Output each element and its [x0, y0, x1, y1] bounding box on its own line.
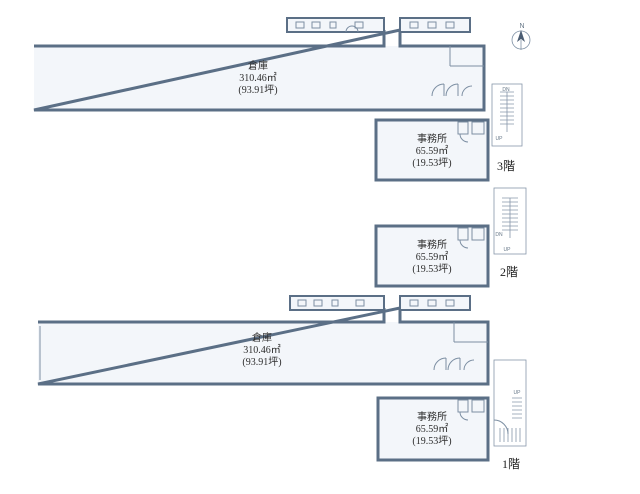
floor-2-label: 2階 [500, 264, 518, 279]
warehouse-3f-area-m2: 310.46㎡ [239, 72, 277, 84]
office-1f-fixtures [457, 399, 485, 421]
warehouse-1f-wall [37, 306, 490, 386]
stair-1f-enclosure [493, 359, 527, 447]
floor-3: 倉庫 310.46㎡ (93.91坪) 事務所 65.59㎡ (19.53坪) … [33, 17, 523, 182]
warehouse-3f-name: 倉庫 [248, 59, 268, 72]
office-2f-area-tsubo: (19.53坪) [412, 262, 451, 275]
stair-3f-enclosure [491, 83, 523, 147]
office-3f-area-tsubo: (19.53坪) [412, 156, 451, 169]
compass: N [511, 23, 531, 50]
warehouse-3f-area-tsubo: (93.91坪) [238, 83, 277, 96]
warehouse-1f-door-swing [433, 357, 475, 371]
floor-1: 倉庫 310.46㎡ (93.91坪) 事務所 65.59㎡ (19.53坪) … [37, 295, 527, 471]
office-3f-wall [374, 118, 490, 182]
floor-1-label: 1階 [502, 456, 520, 471]
floor-3-label: 3階 [497, 158, 515, 173]
stair-3f-up-mark: UP [496, 136, 504, 142]
warehouse-3f-floor [34, 46, 484, 110]
annex-1f-fixtures [297, 299, 455, 307]
stair-3f-dn-mark: DN [502, 87, 510, 93]
annex-3f-door-swing [345, 25, 359, 33]
office-1f-area-tsubo: (19.53坪) [412, 434, 451, 447]
office-2f-floor [376, 226, 488, 286]
stair-2f-up-mark: UP [504, 247, 512, 253]
north-arrow-icon [517, 30, 525, 42]
stair-1f-treads [499, 397, 522, 442]
compass-north-label: N [519, 23, 524, 30]
stair-3f-treads [500, 91, 514, 132]
floor-2: 事務所 65.59㎡ (19.53坪) DN UP 2階 [374, 187, 527, 288]
office-1f-name: 事務所 [417, 410, 447, 423]
annex-3f-fixtures [295, 21, 455, 29]
office-3f-fixtures [457, 121, 485, 143]
stair-2f-dn-mark: DN [495, 232, 503, 238]
stair-1f-up-mark: UP [514, 390, 522, 396]
warehouse-3f-wall [33, 28, 486, 112]
annex-1f-left [289, 295, 385, 311]
office-2f-fixtures [457, 227, 485, 249]
stair-1f-door-swing [493, 419, 509, 435]
office-2f-wall [374, 224, 490, 288]
warehouse-1f-name: 倉庫 [252, 331, 272, 344]
warehouse-3f-door-swing [431, 83, 473, 97]
stair-2f-treads [502, 197, 518, 238]
office-2f-name: 事務所 [417, 238, 447, 251]
warehouse-1f-floor [38, 322, 488, 384]
office-1f-area-m2: 65.59㎡ [416, 423, 449, 435]
stair-2f-enclosure [493, 187, 527, 255]
warehouse-1f-area-tsubo: (93.91坪) [242, 355, 281, 368]
office-3f-area-m2: 65.59㎡ [416, 145, 449, 157]
warehouse-1f-area-m2: 310.46㎡ [243, 344, 281, 356]
office-1f-wall [376, 396, 490, 462]
office-1f-floor [378, 398, 488, 460]
office-2f-area-m2: 65.59㎡ [416, 251, 449, 263]
office-3f-name: 事務所 [417, 132, 447, 145]
office-3f-floor [376, 120, 488, 180]
